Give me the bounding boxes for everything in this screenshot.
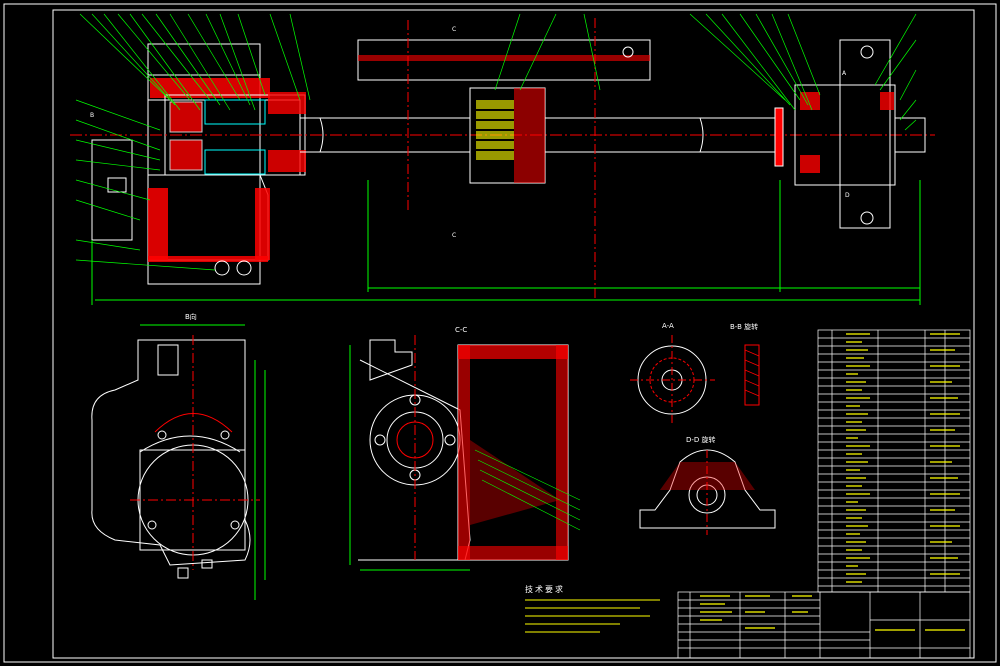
outer-frame [3,3,997,663]
inner-frame [52,9,975,659]
a-section [630,335,715,425]
parts-list-entries [700,333,965,631]
dd-section [639,449,776,535]
section-marker-d: D [845,192,850,199]
section-marker-b: B [90,112,95,119]
b-view-label: B向 [185,313,197,321]
parts-list [677,329,971,659]
leader-lines [75,13,917,271]
section-marker-c-bottom: C [452,232,457,239]
technical-requirements-title: 技术要求 [525,585,565,594]
section-marker-a: A [842,70,847,77]
b-view [91,324,266,600]
a-section-label: A-A [662,322,674,330]
c-section-label: C-C [455,326,468,334]
technical-requirements: 技术要求 [515,586,665,594]
b-section-label: B-B 旋转 [730,323,759,331]
section-marker-c-top: C [452,26,457,33]
bb-section [744,344,760,406]
d-section-label: D-D 旋转 [686,436,716,444]
tech-lines [525,599,660,633]
c-section [349,335,581,571]
